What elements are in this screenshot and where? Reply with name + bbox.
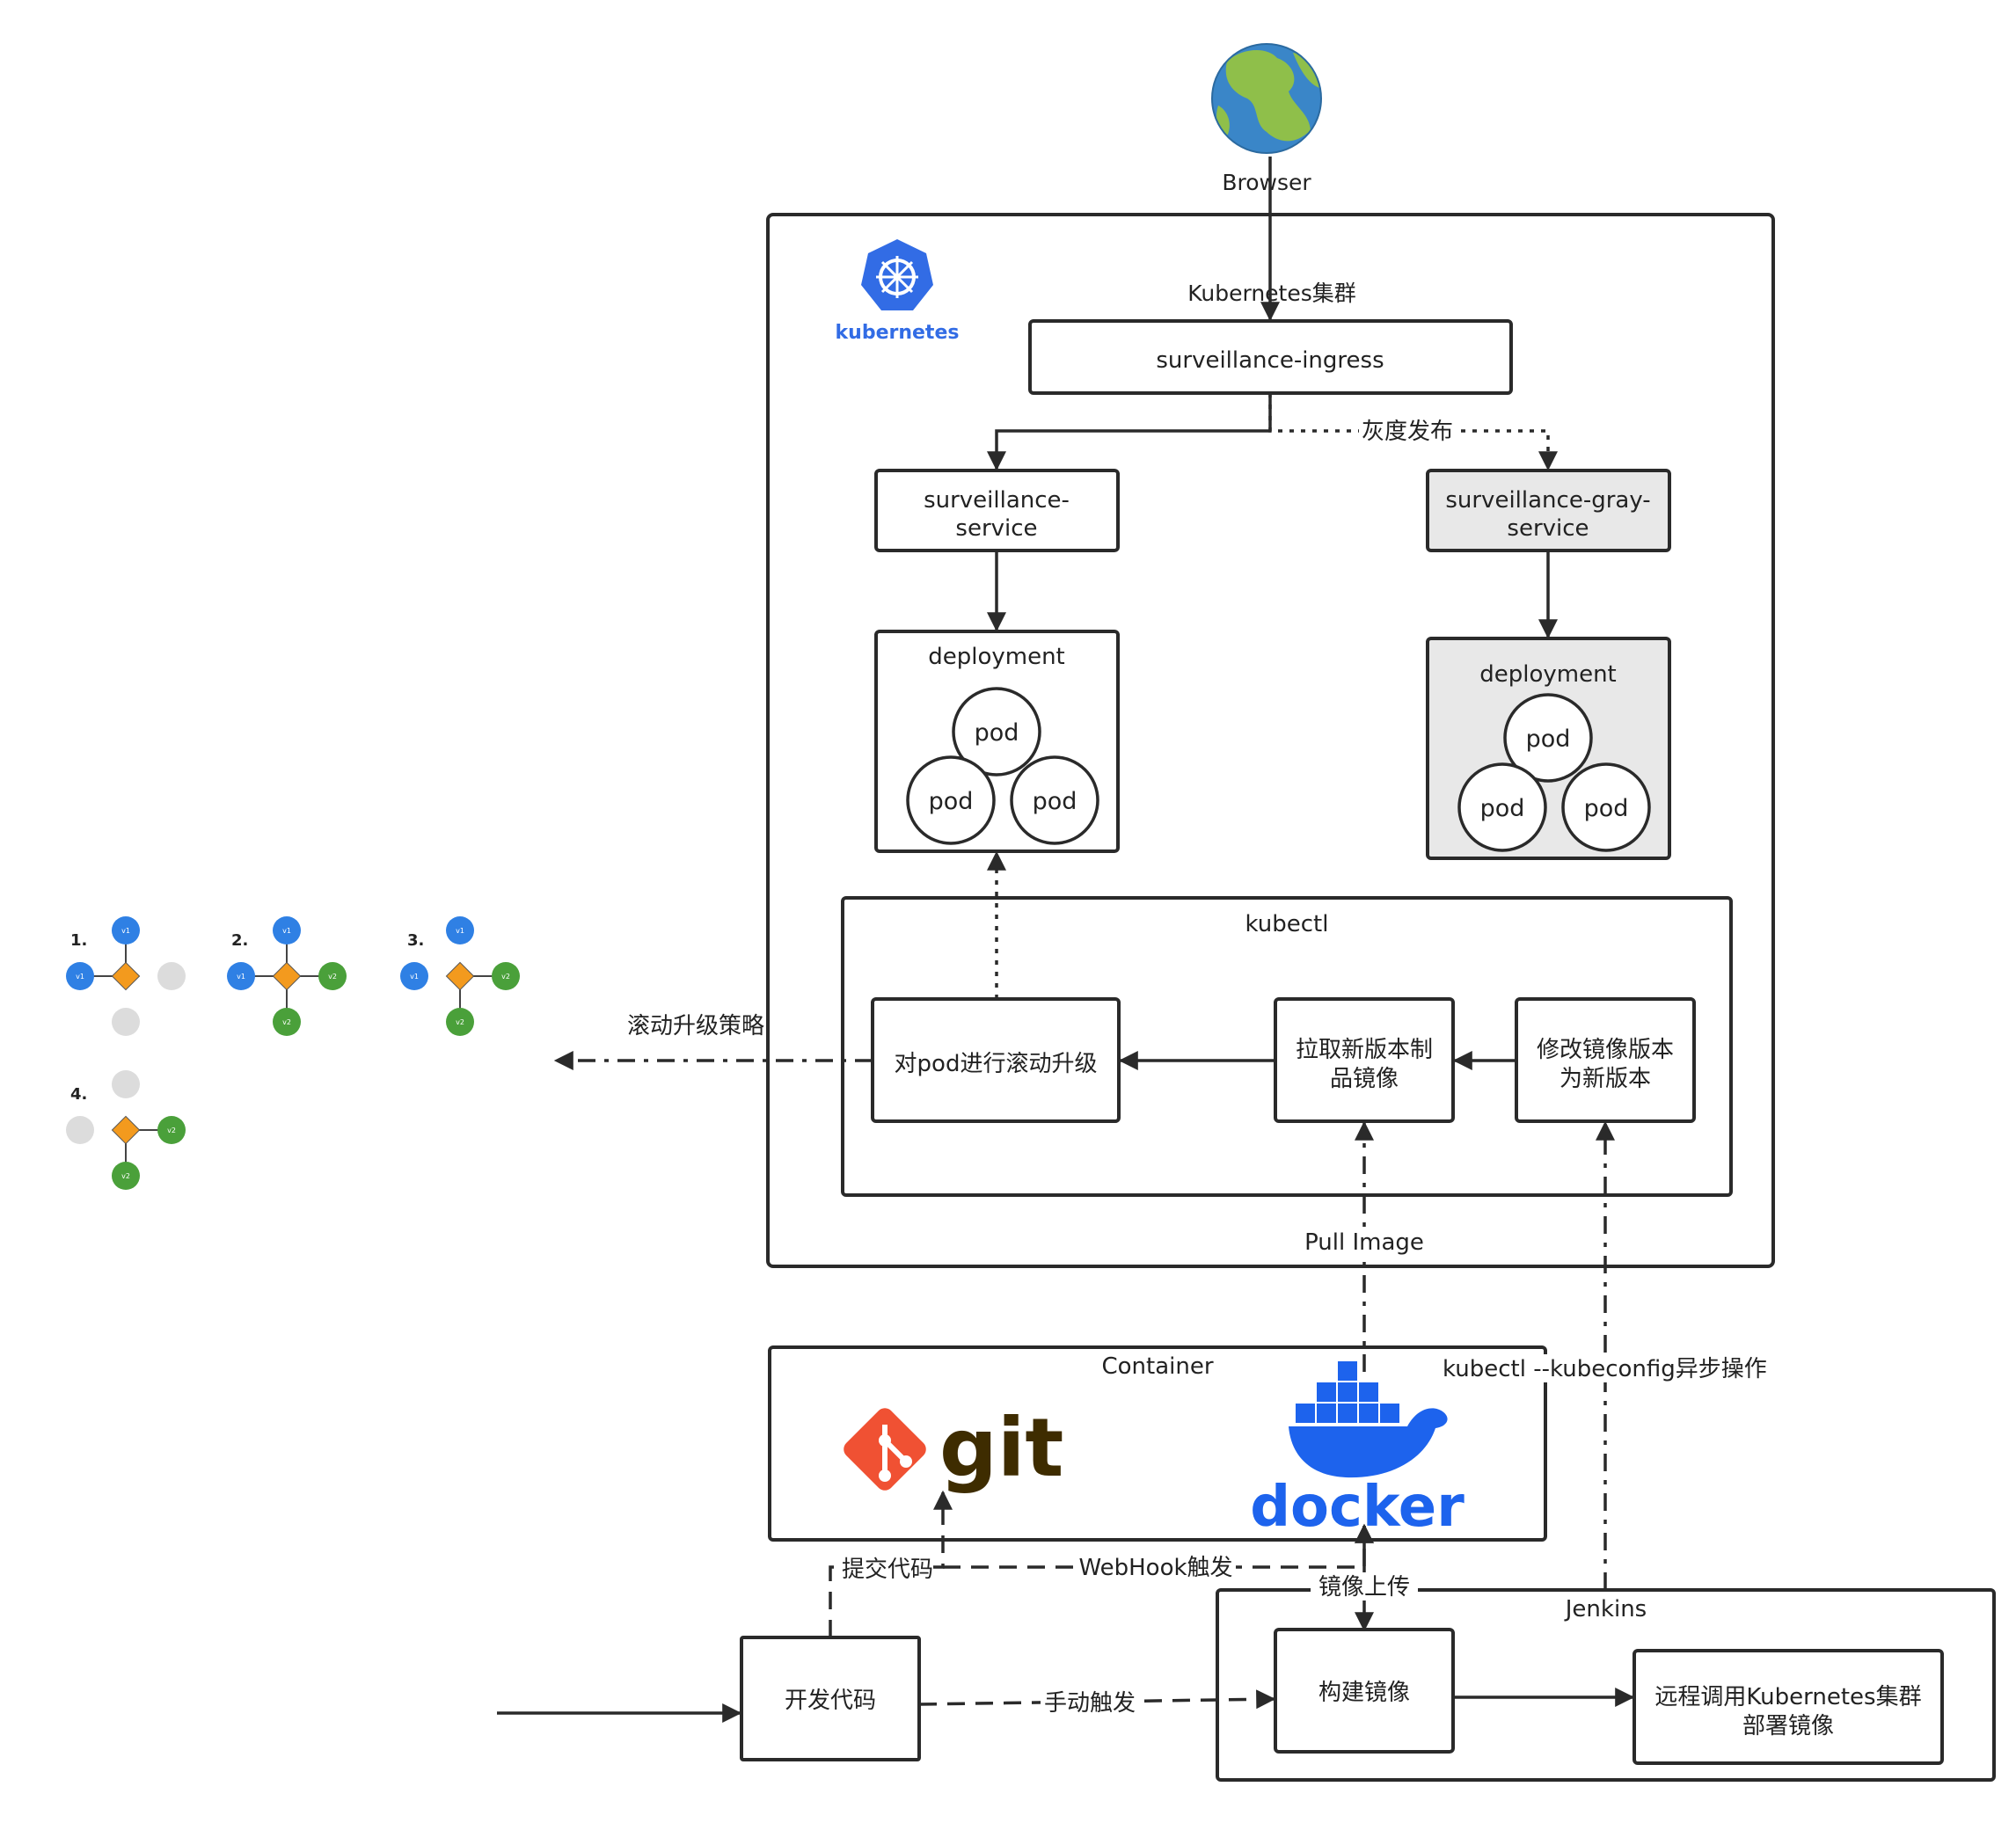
modify-image-label-line1: 修改镜像版本 [1537, 1037, 1674, 1063]
step-2-label: 2. [231, 931, 248, 950]
mini-node-3-top [446, 916, 474, 944]
deploy-label-line1: 远程调用Kubernetes集群 [1654, 1684, 1921, 1710]
svg-text:pod: pod [1033, 788, 1077, 815]
mini-router-1 [111, 961, 141, 991]
deploy-label-line2: 部署镜像 [1742, 1713, 1834, 1739]
edge-ingress-service-main [987, 393, 1272, 471]
mini-node-2-bottom [273, 1008, 301, 1036]
browser-globe-icon [1211, 43, 1322, 154]
container-label: Container [1101, 1353, 1213, 1380]
webhook-label-bg [1076, 1553, 1236, 1581]
manual-trigger-label: 手动触发 [1044, 1690, 1136, 1717]
mini-node-4-left [66, 1116, 94, 1144]
service-main-label-line1: surveillance- [924, 487, 1070, 514]
pod-main-left: pod [906, 755, 996, 845]
mini-node-3-left [400, 962, 428, 990]
mini-node-label-3-left: v1 [410, 973, 419, 981]
build-image-label: 构建镜像 [1318, 1680, 1410, 1706]
mini-node-1-bottom [112, 1008, 140, 1036]
mini-node-4-right [157, 1116, 186, 1144]
svg-text:pod: pod [975, 719, 1019, 747]
rolling-strategy-label: 滚动升级策略 [627, 1013, 764, 1039]
commit-code-label: 提交代码 [842, 1557, 933, 1583]
docker-whale-icon [1289, 1361, 1448, 1478]
edge-ingress-service-gray [1268, 393, 1558, 471]
pull-image-label-bg [1305, 1228, 1423, 1256]
webhook-label: WebHook触发 [1078, 1555, 1232, 1581]
rolling-strategy-diagrams: v1 v1 v1 v1 v2 v2 v1 v1 v2 v2 v2 v2 [66, 916, 520, 1190]
pod-main-right: pod [1010, 755, 1099, 845]
mini-node-label-2-right: v2 [328, 973, 337, 981]
mini-node-3-right [492, 962, 520, 990]
docker-logo-text: docker [1250, 1475, 1465, 1540]
step-4-label: 4. [70, 1085, 87, 1104]
pull-image-label: Pull Image [1304, 1229, 1424, 1256]
mini-node-label-3-right: v2 [501, 973, 510, 981]
mini-node-4-bottom [112, 1162, 140, 1190]
develop-code-label: 开发代码 [785, 1688, 876, 1714]
mini-node-2-right [318, 962, 347, 990]
step-3-label: 3. [407, 931, 424, 950]
mini-node-label-3-bottom: v2 [456, 1018, 464, 1026]
browser-label: Browser [1222, 170, 1311, 195]
pod-gray-top: pod [1503, 693, 1593, 783]
deployment-main-label: deployment [928, 644, 1065, 670]
gray-release-label: 灰度发布 [1362, 419, 1453, 445]
git-logo-text: git [939, 1401, 1063, 1495]
pod-main-top: pod [952, 687, 1041, 777]
rolling-update-label: 对pod进行滚动升级 [895, 1051, 1098, 1077]
mini-node-1-left [66, 962, 94, 990]
svg-text:pod: pod [1584, 795, 1629, 822]
deployment-gray-label: deployment [1479, 661, 1617, 688]
service-main-label-line2: service [955, 515, 1037, 542]
gray-release-label-bg [1359, 417, 1456, 445]
manual-trigger-label-bg [1041, 1688, 1139, 1717]
pull-build-label-line2: 品镜像 [1330, 1066, 1399, 1092]
kubectl-async-label-bg [1437, 1354, 1771, 1382]
ingress-label: surveillance-ingress [1156, 347, 1384, 374]
kubernetes-logo-text: kubernetes [836, 322, 960, 344]
mini-node-1-top [112, 916, 140, 944]
svg-text:pod: pod [1526, 726, 1571, 753]
kubectl-async-label: kubectl --kubeconfig异步操作 [1443, 1356, 1767, 1382]
image-upload-label: 镜像上传 [1318, 1574, 1410, 1601]
pod-gray-left: pod [1457, 762, 1547, 852]
modify-image-label-line2: 为新版本 [1559, 1066, 1651, 1092]
mini-node-3-bottom [446, 1008, 474, 1036]
kubectl-label: kubectl [1245, 911, 1329, 937]
service-gray-label-line2: service [1507, 515, 1589, 542]
mini-node-label-2-left: v1 [237, 973, 245, 981]
mini-router-2 [272, 961, 302, 991]
mini-node-label-1-left: v1 [76, 973, 84, 981]
mini-node-2-top [273, 916, 301, 944]
mini-node-2-left [227, 962, 255, 990]
pull-build-label-line1: 拉取新版本制 [1296, 1037, 1433, 1063]
mini-node-label-3-top: v1 [456, 927, 464, 935]
service-gray-label-line1: surveillance-gray- [1445, 487, 1650, 514]
mini-node-4-top [112, 1070, 140, 1098]
image-upload-label-bg [1311, 1572, 1418, 1601]
mini-router-4 [111, 1115, 141, 1145]
mini-node-label-2-top: v1 [282, 927, 291, 935]
commit-code-label-bg [842, 1555, 933, 1583]
mini-node-label-4-right: v2 [167, 1127, 176, 1134]
mini-node-label-4-bottom: v2 [121, 1172, 130, 1180]
kubernetes-logo-icon [861, 239, 933, 310]
pod-gray-right: pod [1561, 762, 1651, 852]
jenkins-label: Jenkins [1564, 1596, 1647, 1622]
mini-node-label-1-top: v1 [121, 927, 130, 935]
deploy-box [1633, 1649, 1944, 1765]
git-logo-icon [844, 1408, 926, 1491]
step-1-label: 1. [70, 931, 87, 950]
svg-text:pod: pod [1480, 795, 1525, 822]
mini-router-3 [445, 961, 475, 991]
svg-text:pod: pod [929, 788, 974, 815]
mini-node-1-right [157, 962, 186, 990]
cluster-label: Kubernetes集群 [1187, 281, 1356, 306]
mini-node-label-2-bottom: v2 [282, 1018, 291, 1026]
